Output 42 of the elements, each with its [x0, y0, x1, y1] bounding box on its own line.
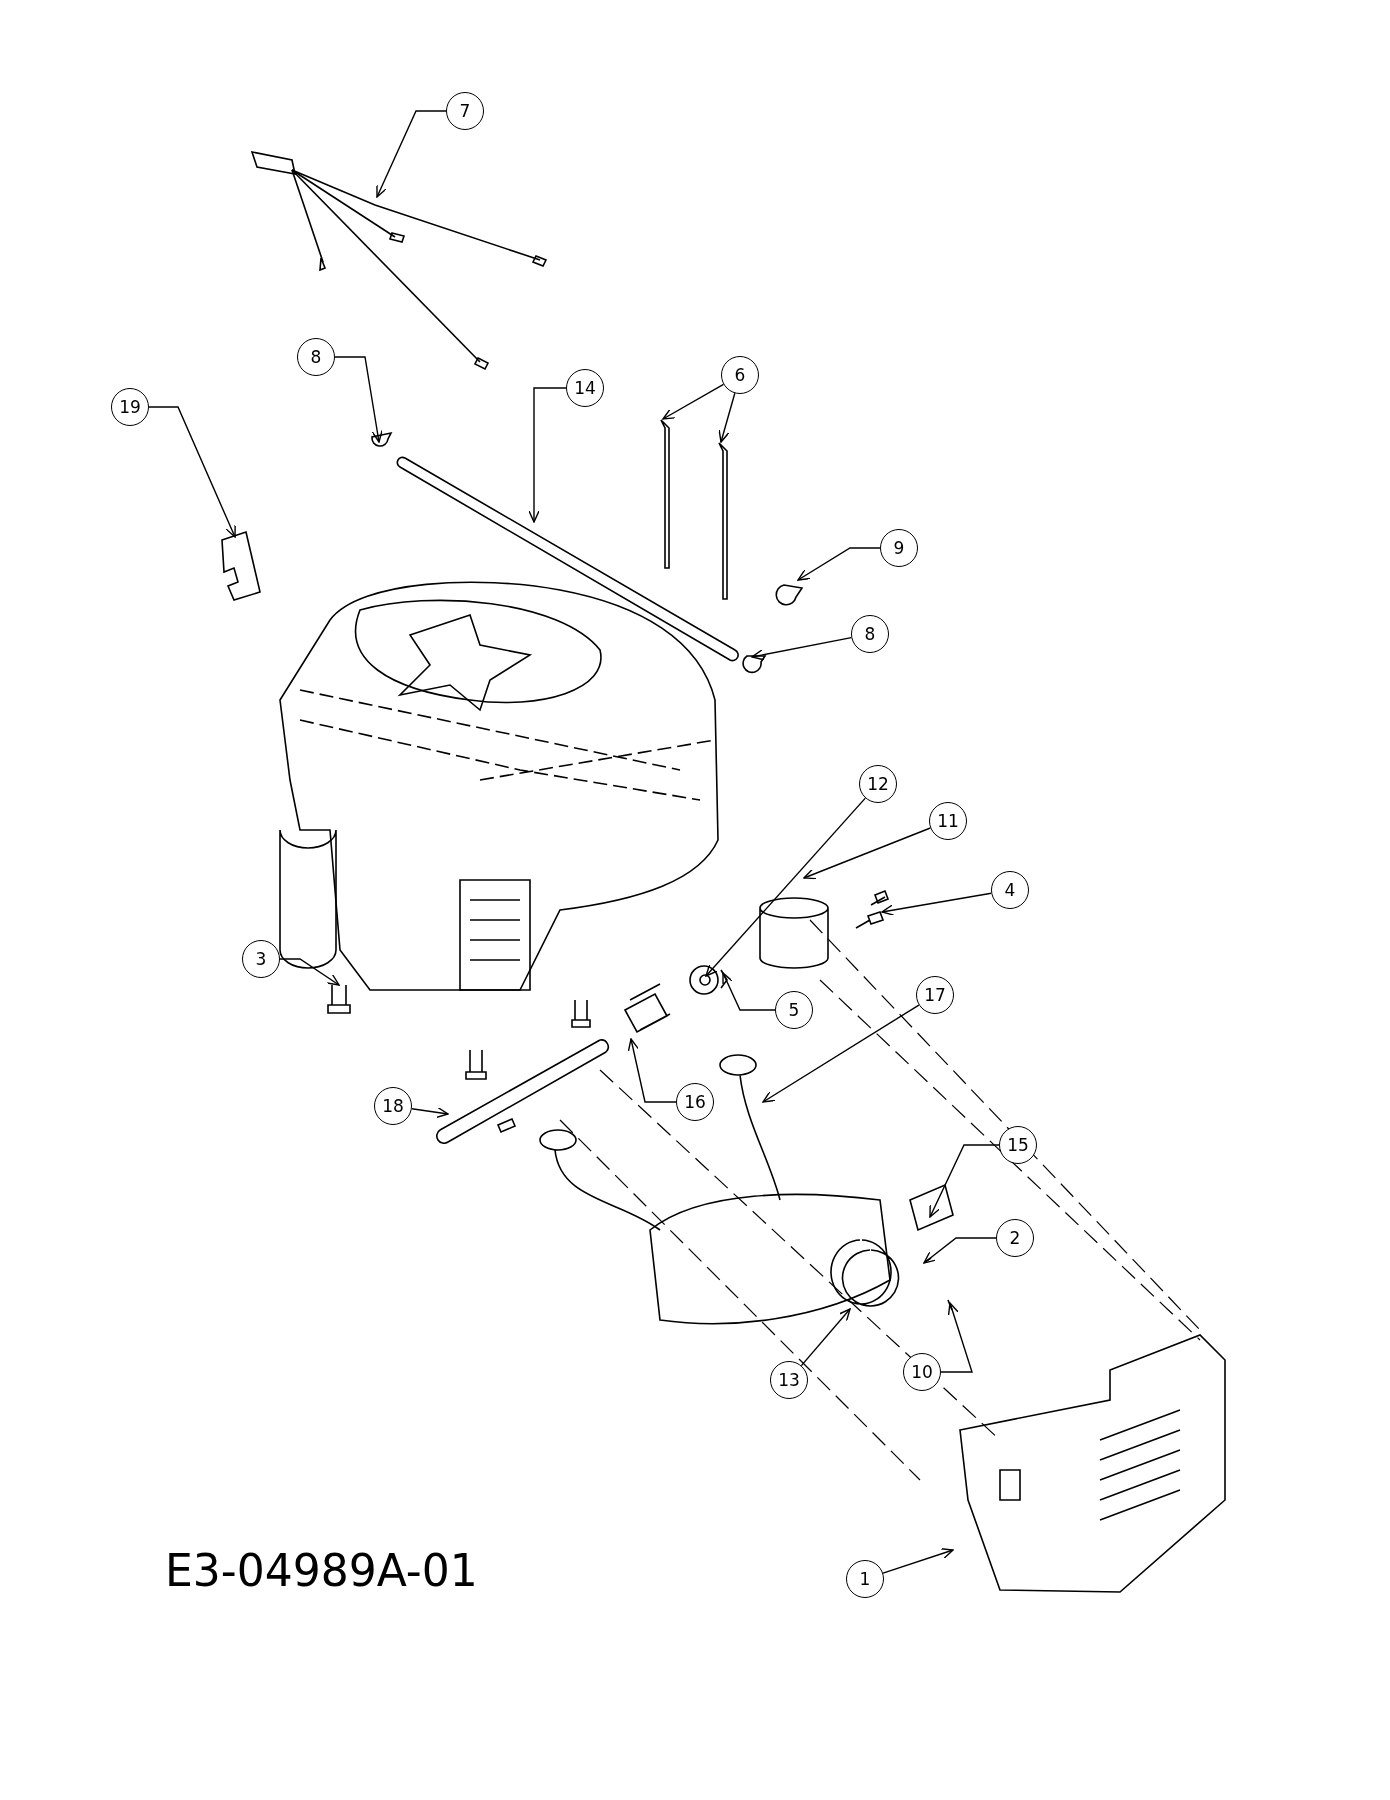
leader-line	[923, 1237, 997, 1264]
leader-line	[279, 958, 340, 986]
leader-line	[800, 1308, 851, 1367]
callout-number: 17	[916, 976, 954, 1014]
callout-number: 13	[770, 1361, 808, 1399]
leader-line	[376, 110, 447, 198]
leader-line	[528, 387, 567, 523]
callout-number: 15	[999, 1126, 1037, 1164]
callout-number: 1	[846, 1560, 884, 1598]
callout-number: 14	[566, 369, 604, 407]
callout-number: 8	[851, 615, 889, 653]
callout-number: 10	[903, 1353, 941, 1391]
callout-number: 18	[374, 1087, 412, 1125]
leader-line	[797, 547, 881, 581]
leader-line	[334, 356, 383, 443]
callout-number: 2	[996, 1219, 1034, 1257]
leader-line	[940, 1302, 973, 1373]
drawing-number: E3-04989A-01	[165, 1545, 478, 1596]
leader-line	[627, 1038, 677, 1103]
callout-number: 4	[991, 871, 1029, 909]
callout-number: 19	[111, 388, 149, 426]
callout-number: 3	[242, 940, 280, 978]
callout-number: 11	[929, 802, 967, 840]
leader-line	[148, 406, 236, 538]
callout-number: 7	[446, 92, 484, 130]
leader-line	[751, 636, 853, 661]
leader-line	[411, 1106, 449, 1119]
callout-number: 8	[297, 338, 335, 376]
leader-line	[803, 827, 932, 880]
leader-line	[882, 1548, 954, 1574]
leader-line	[929, 1144, 1000, 1218]
callout-number: 16	[676, 1083, 714, 1121]
leader-line	[718, 392, 736, 443]
leader-line	[881, 892, 992, 916]
callout-number: 5	[775, 991, 813, 1029]
leader-line	[705, 797, 867, 977]
leader-line	[762, 1004, 920, 1103]
callout-number: 9	[880, 529, 918, 567]
callout-number: 6	[721, 356, 759, 394]
leader-line	[722, 972, 776, 1011]
callout-number: 12	[859, 765, 897, 803]
leader-line	[662, 383, 725, 420]
